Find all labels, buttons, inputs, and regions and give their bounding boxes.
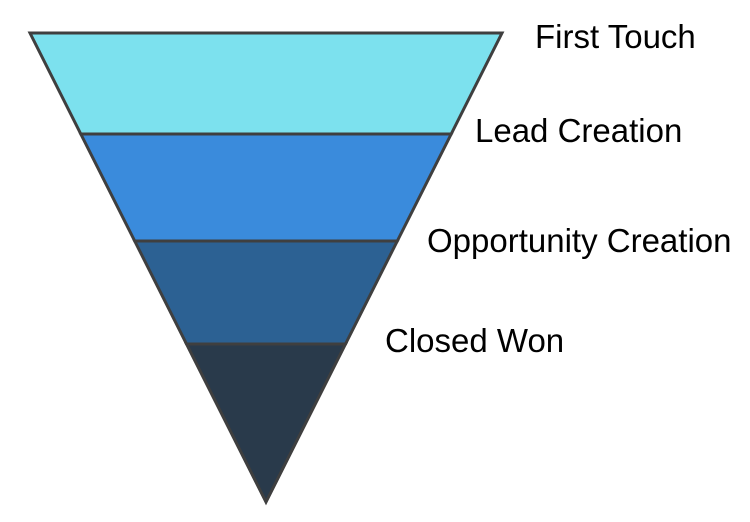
stage-label-closed-won: Closed Won — [385, 322, 564, 359]
funnel-stage-closed-won — [184, 342, 348, 506]
funnel-stage-first-touch — [27, 31, 505, 136]
stage-label-first-touch: First Touch — [535, 18, 696, 55]
funnel-stage-opportunity-creation — [132, 239, 400, 346]
stage-label-opportunity-creation: Opportunity Creation — [427, 222, 732, 259]
funnel-stage-lead-creation — [78, 132, 454, 243]
stage-label-lead-creation: Lead Creation — [475, 112, 682, 149]
funnel-bands — [27, 31, 505, 506]
